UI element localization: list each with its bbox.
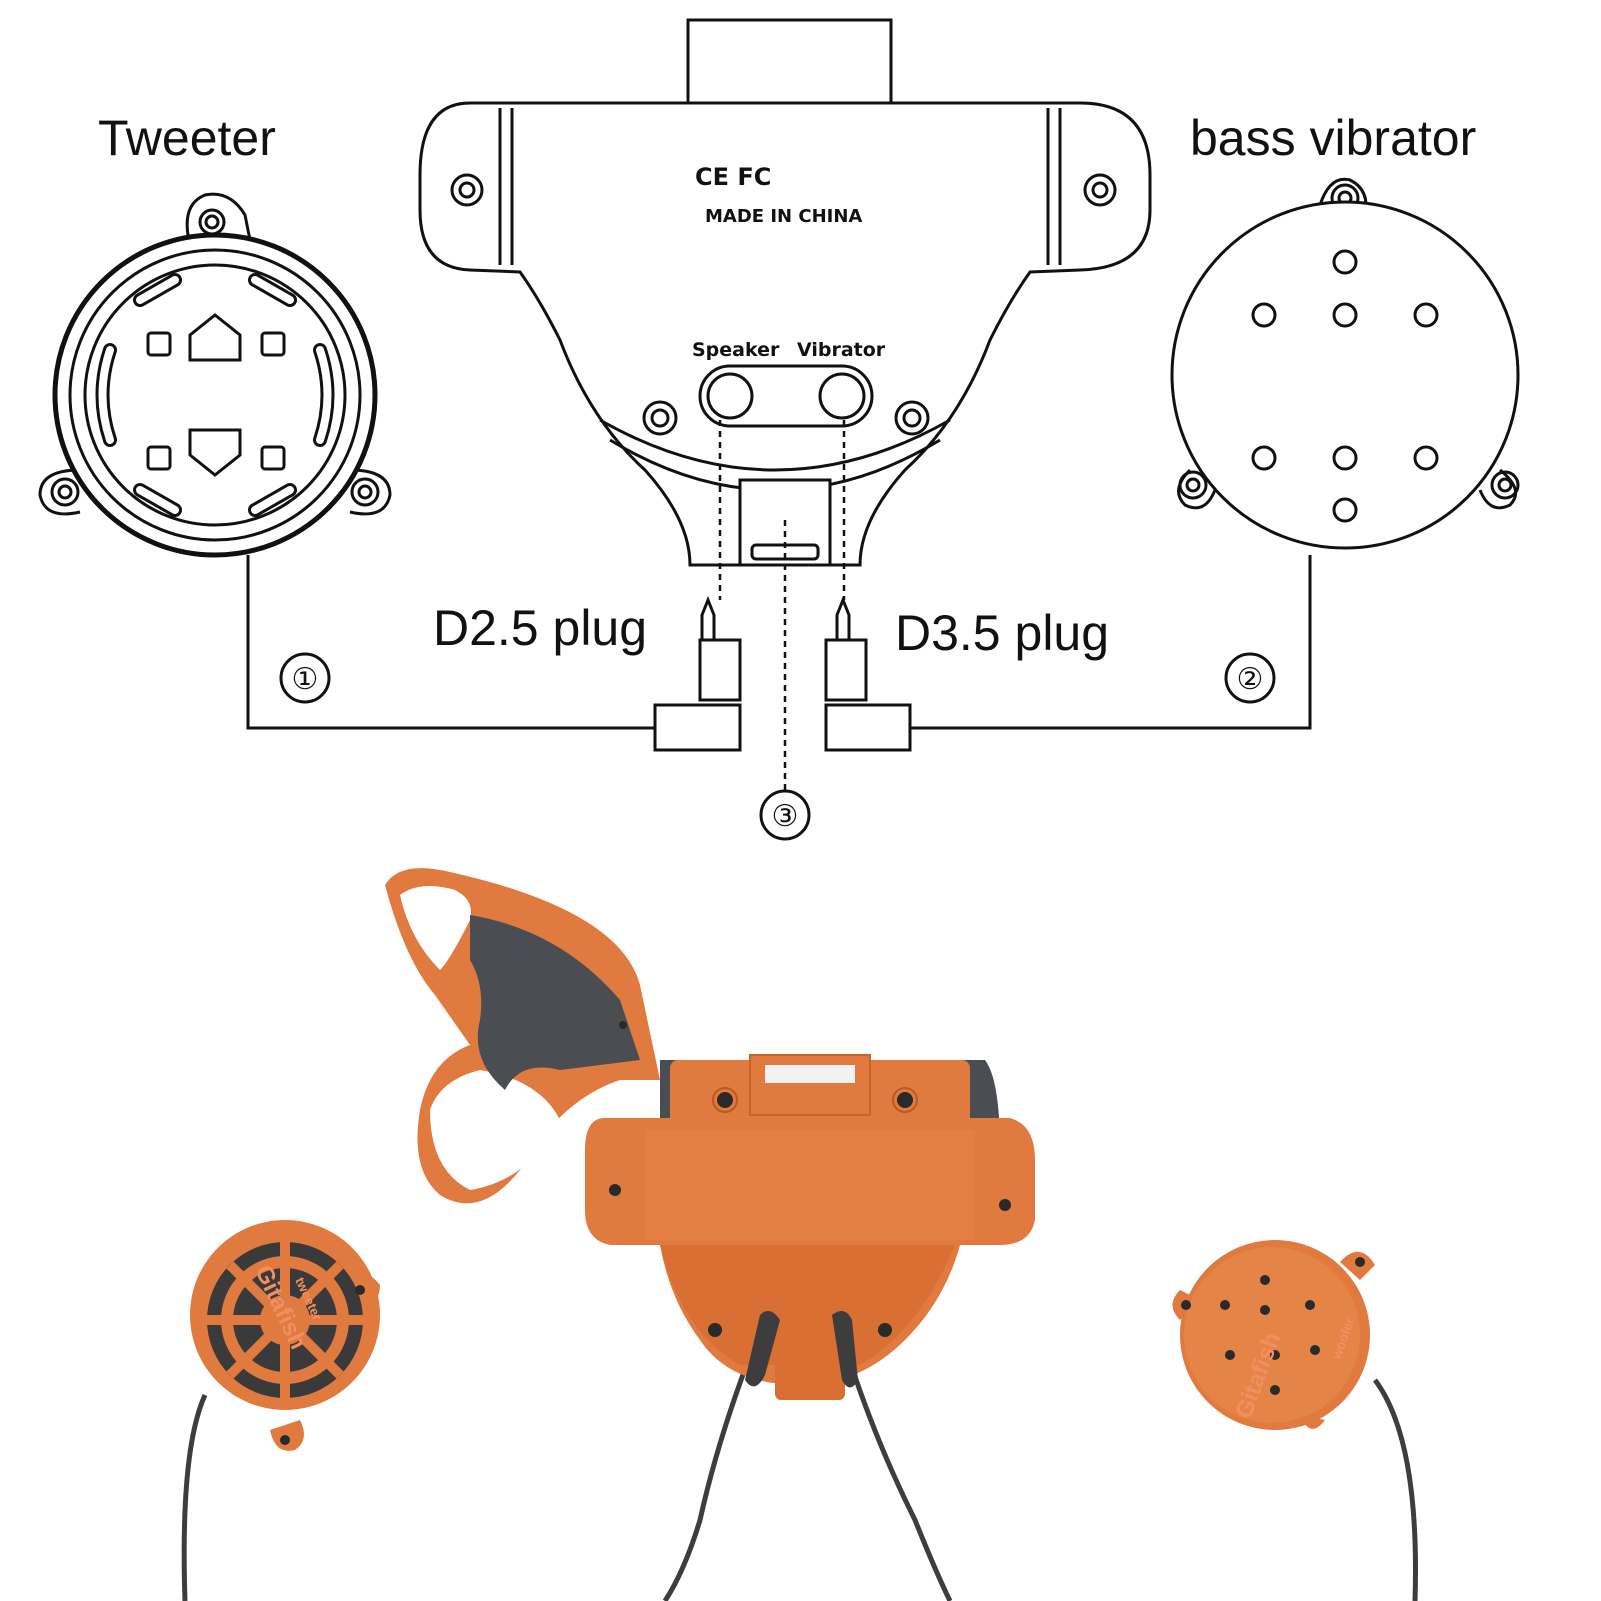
vibrator-port-label: Vibrator [797, 339, 886, 361]
tweeter-photo: Gitafish tweeter [190, 1220, 380, 1451]
product-photo: Gitafish tweeter Gitafish woofer [181, 868, 1418, 1601]
d35-plug-drawing [824, 595, 912, 752]
tweeter-label: Tweeter [98, 110, 276, 166]
tweeter-drawing [38, 192, 392, 558]
callout-3: ③ [772, 799, 799, 834]
bass-vibrator-drawing [1170, 177, 1520, 550]
woofer-photo: Gitafish woofer [1172, 1240, 1375, 1430]
bass-vibrator-label: bass vibrator [1190, 110, 1476, 166]
pickup-body [418, 18, 1152, 567]
d35-plug-label: D3.5 plug [895, 605, 1109, 661]
made-in-label: MADE IN CHINA [705, 206, 862, 227]
d25-plug-drawing [653, 595, 742, 752]
d25-plug-label: D2.5 plug [433, 600, 647, 656]
line-diagram [38, 18, 1520, 841]
cable-1-line [246, 555, 655, 730]
speaker-port-label: Speaker [692, 339, 780, 361]
cert-marks: CE FC [695, 163, 771, 191]
callout-2: ② [1237, 662, 1264, 697]
callout-1: ① [292, 662, 319, 697]
cable-2-line [910, 555, 1312, 730]
